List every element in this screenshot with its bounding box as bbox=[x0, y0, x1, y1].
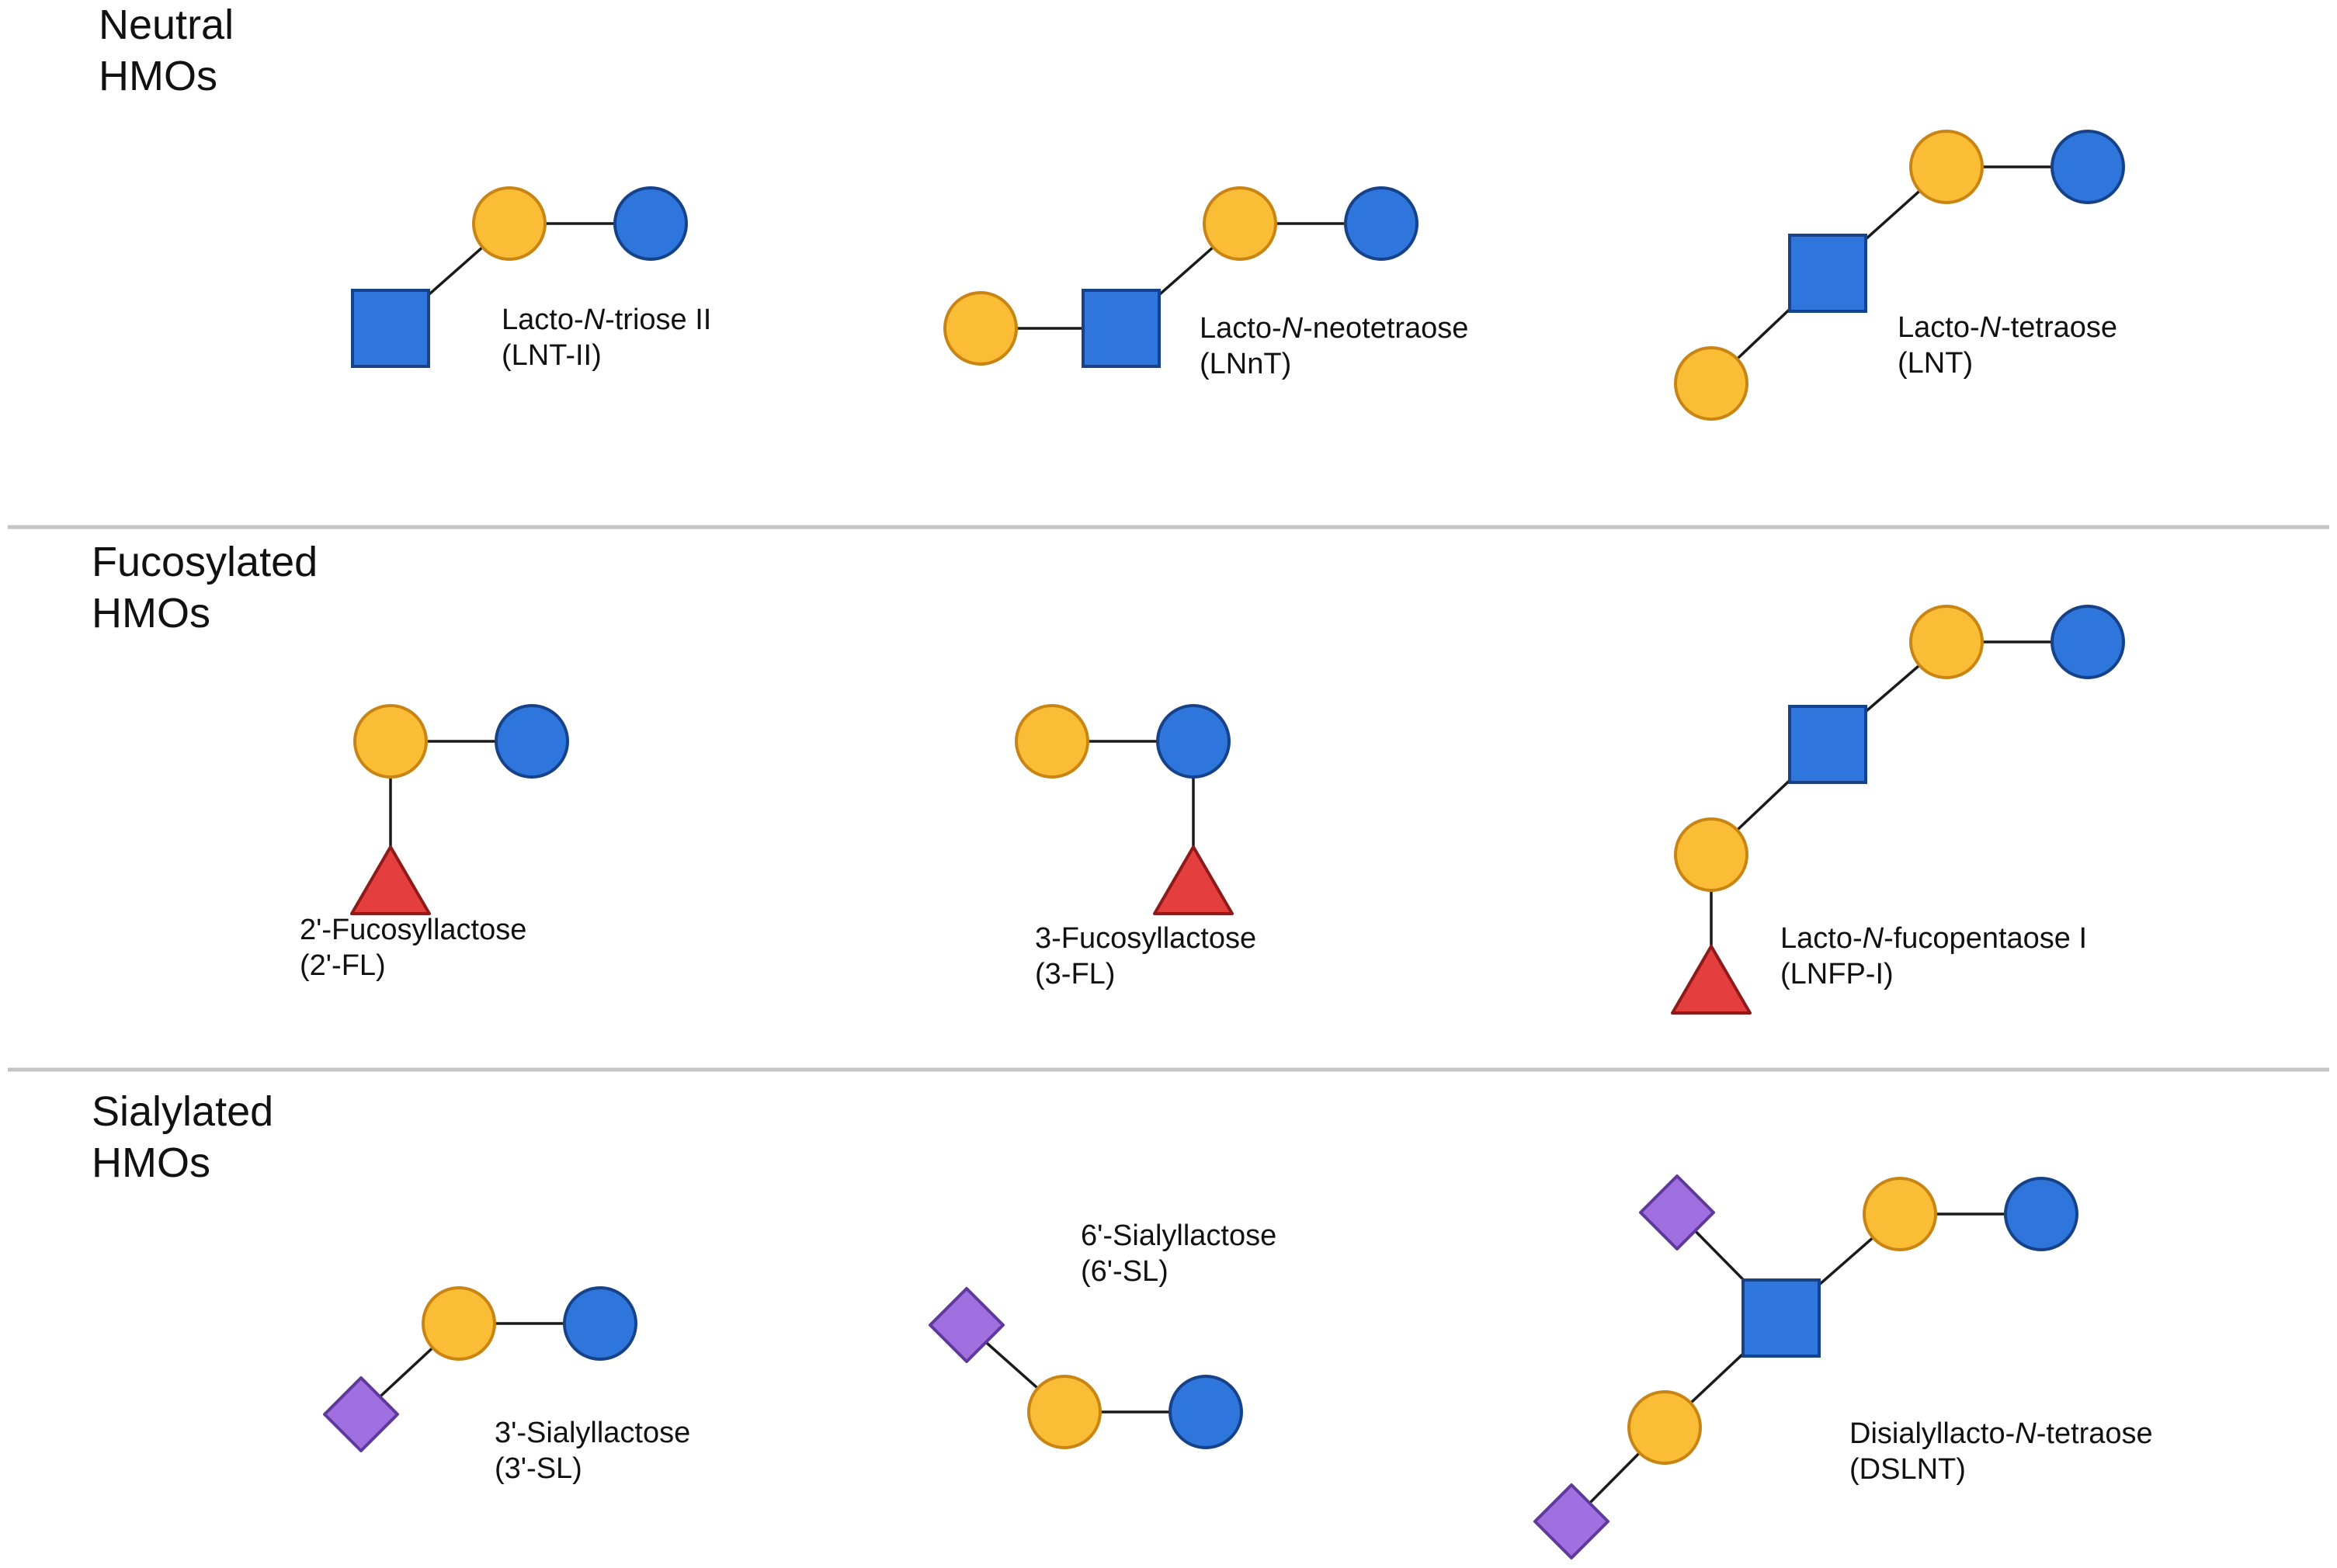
galactose-circle bbox=[1627, 1390, 1702, 1465]
molecule-name-part: Disialyllacto- bbox=[1849, 1417, 2015, 1450]
glcnac-square bbox=[1741, 1278, 1821, 1358]
glcnac-square bbox=[1082, 289, 1161, 368]
galactose-circle bbox=[1027, 1375, 1102, 1449]
molecule-name: 3'-Sialyllactose bbox=[495, 1417, 690, 1449]
glucose-circle bbox=[2051, 130, 2125, 204]
molecule-name: Lacto-N-tetraose bbox=[1898, 311, 2117, 344]
molecule-name-part: -tetraose bbox=[2001, 311, 2117, 344]
galactose-circle bbox=[1674, 817, 1748, 892]
molecule-name: 6'-Sialyllactose bbox=[1081, 1219, 1276, 1252]
molecule-name: 2'-Fucosyllactose bbox=[300, 914, 526, 946]
galactose-circle bbox=[353, 704, 428, 779]
fucose-triangle bbox=[350, 845, 431, 915]
molecule-abbreviation: (LNT) bbox=[1898, 347, 1973, 380]
glucose-circle bbox=[2051, 605, 2125, 679]
molecule-name: Lacto-N-neotetraose bbox=[1200, 312, 1468, 345]
molecule-name-part: -triose II bbox=[605, 304, 711, 336]
molecule-name-part: 2'-Fucosyllactose bbox=[300, 914, 526, 946]
molecule-name-part: N bbox=[1980, 311, 2002, 344]
galactose-circle bbox=[1203, 186, 1277, 261]
galactose-circle bbox=[1909, 605, 1984, 679]
molecule-name-part: N bbox=[1282, 312, 1304, 345]
glcnac-square bbox=[1788, 234, 1867, 313]
molecule-name-part: N bbox=[2015, 1417, 2037, 1450]
glucose-circle bbox=[563, 1286, 637, 1361]
galactose-circle bbox=[422, 1286, 496, 1361]
molecule-name-part: 6'-Sialyllactose bbox=[1081, 1219, 1276, 1252]
molecule-name-part: Lacto- bbox=[1898, 311, 1980, 344]
galactose-circle bbox=[1909, 130, 1984, 204]
molecule-abbreviation: (3-FL) bbox=[1035, 958, 1115, 990]
molecule-abbreviation: (DSLNT) bbox=[1849, 1453, 1966, 1486]
molecule-name-part: -fucopentaose I bbox=[1884, 922, 2087, 955]
molecule-name-part: -tetraose bbox=[2037, 1417, 2153, 1450]
section-title: Sialylated bbox=[92, 1088, 273, 1135]
molecule-name-part: 3-Fucosyllactose bbox=[1035, 922, 1256, 955]
section-dividers bbox=[8, 525, 2329, 1072]
molecule-name-part: 3'-Sialyllactose bbox=[495, 1417, 690, 1449]
glucose-circle bbox=[1156, 704, 1231, 779]
galactose-circle bbox=[1674, 346, 1748, 421]
glcnac-square bbox=[1788, 705, 1867, 784]
glucose-circle bbox=[495, 704, 569, 779]
molecule-abbreviation: (3'-SL) bbox=[495, 1452, 582, 1485]
glcnac-square bbox=[351, 289, 430, 368]
galactose-circle bbox=[1863, 1177, 1937, 1251]
molecule-abbreviation: (6'-SL) bbox=[1081, 1255, 1168, 1288]
glucose-circle bbox=[1344, 186, 1419, 261]
molecule-name-part: Lacto- bbox=[1200, 312, 1282, 345]
glucose-circle bbox=[613, 186, 688, 261]
molecule-name-part: Lacto- bbox=[502, 304, 584, 336]
molecule-abbreviation: (2'-FL) bbox=[300, 949, 386, 982]
molecule-name-part: N bbox=[1863, 922, 1884, 955]
molecule-name: Disialyllacto-N-tetraose bbox=[1849, 1417, 2153, 1450]
molecule-name: Lacto-N-triose II bbox=[502, 304, 711, 336]
section-title: HMOs bbox=[92, 1140, 210, 1186]
monosaccharide-residues bbox=[323, 130, 2125, 1559]
molecule-name: Lacto-N-fucopentaose I bbox=[1780, 922, 2087, 955]
glucose-circle bbox=[1168, 1375, 1243, 1449]
sialic-acid-diamond bbox=[1639, 1174, 1715, 1251]
fucose-triangle bbox=[1153, 845, 1234, 915]
molecule-name-part: N bbox=[584, 304, 606, 336]
sialic-acid-diamond bbox=[929, 1287, 1005, 1363]
molecule-abbreviation: (LNFP-I) bbox=[1780, 958, 1894, 990]
sialic-acid-diamond bbox=[1533, 1483, 1610, 1559]
fucose-triangle bbox=[1671, 945, 1752, 1015]
section-title: HMOs bbox=[99, 53, 217, 99]
molecule-name: 3-Fucosyllactose bbox=[1035, 922, 1256, 955]
molecule-name-part: -neotetraose bbox=[1303, 312, 1468, 345]
molecule-abbreviation: (LNnT) bbox=[1200, 348, 1291, 380]
sialic-acid-diamond bbox=[323, 1376, 399, 1452]
galactose-circle bbox=[472, 186, 547, 261]
section-title: Neutral bbox=[99, 2, 234, 48]
glucose-circle bbox=[2004, 1177, 2078, 1251]
galactose-circle bbox=[1015, 704, 1089, 779]
section-title: HMOs bbox=[92, 590, 210, 637]
molecule-abbreviation: (LNT-II) bbox=[502, 339, 602, 372]
molecule-name-part: Lacto- bbox=[1780, 922, 1863, 955]
section-title: Fucosylated bbox=[92, 539, 318, 585]
galactose-circle bbox=[943, 291, 1018, 366]
